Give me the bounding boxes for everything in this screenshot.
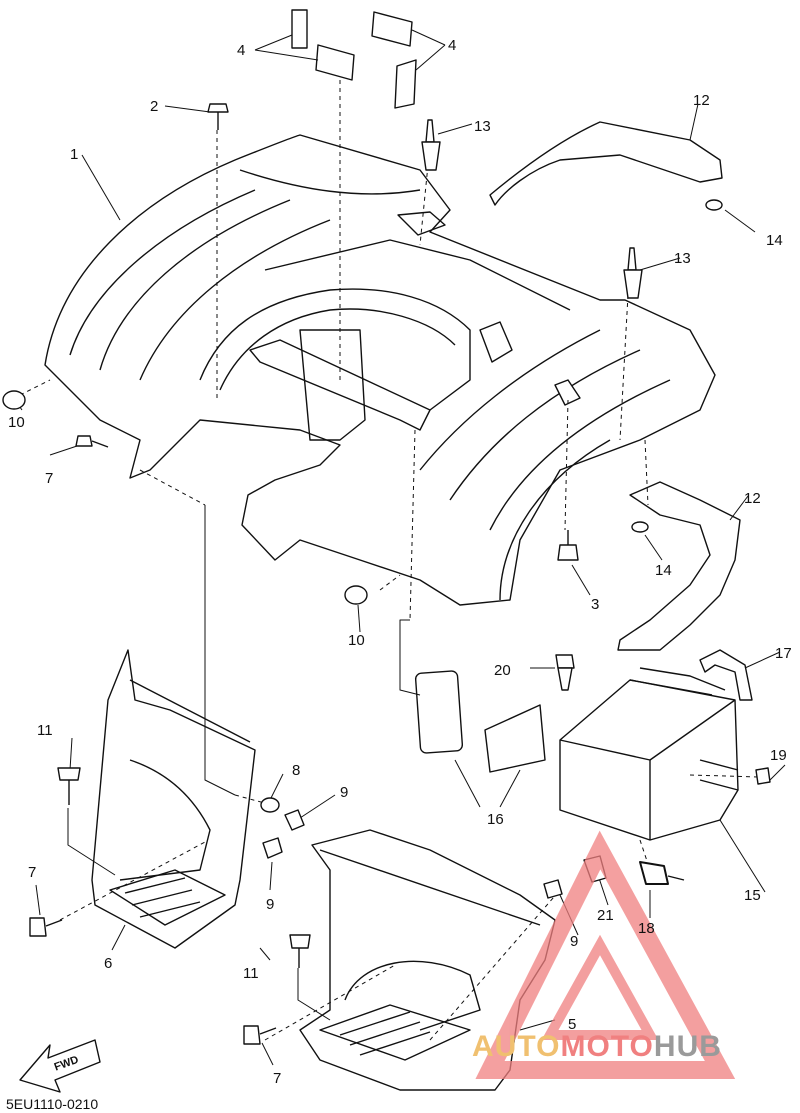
label-part-4-right: 4 (448, 37, 456, 54)
label-part-6: 6 (104, 955, 112, 972)
pad-part-16 (414, 670, 546, 773)
label-part-2: 2 (150, 98, 158, 115)
label-part-12-bottom: 12 (744, 490, 761, 507)
label-part-7-upper: 7 (45, 470, 53, 487)
label-part-9-top: 9 (340, 784, 348, 801)
label-part-10-center: 10 (348, 632, 365, 649)
label-part-20: 20 (494, 662, 511, 679)
label-part-8: 8 (292, 762, 300, 779)
label-part-12-top: 12 (693, 92, 710, 109)
rear-fender-part-1 (44, 134, 716, 606)
label-part-9-right: 9 (570, 933, 578, 950)
label-part-7-left: 7 (28, 864, 36, 881)
watermark-part-hub: HUB (653, 1030, 722, 1063)
label-part-17: 17 (775, 645, 792, 662)
label-part-14-top: 14 (766, 232, 783, 249)
label-part-15: 15 (744, 887, 761, 904)
label-part-21: 21 (597, 907, 614, 924)
diagram-code: 5EU1110-0210 (6, 1096, 99, 1112)
label-part-19: 19 (770, 747, 787, 764)
fwd-arrow (19, 1039, 101, 1093)
bracket-part-17 (699, 649, 753, 701)
label-part-9-mid: 9 (266, 896, 274, 913)
label-part-18: 18 (638, 920, 655, 937)
label-part-11-left: 11 (37, 722, 53, 739)
label-part-3: 3 (591, 596, 599, 613)
mud-flap-part-12-bottom (617, 481, 741, 651)
pad-part-4-right (371, 11, 417, 109)
watermark-logo-icon (475, 830, 736, 1079)
label-part-1: 1 (70, 146, 78, 163)
mud-flap-part-12-top (489, 121, 723, 206)
label-part-11-bottom: 11 (243, 965, 259, 982)
label-part-16: 16 (487, 811, 504, 828)
label-part-10-left: 10 (8, 414, 25, 431)
label-part-13-top: 13 (474, 118, 491, 135)
label-part-4-left: 4 (237, 42, 245, 59)
label-part-5: 5 (568, 1016, 576, 1033)
footrest-part-6 (91, 649, 256, 949)
label-part-7-bottom: 7 (273, 1070, 281, 1087)
pad-part-4-left (291, 9, 355, 81)
watermark-part-auto: AUTO (472, 1030, 561, 1063)
label-part-13-mid: 13 (674, 250, 691, 267)
part-labels: 1 2 3 4 4 5 6 7 7 7 8 9 9 9 10 10 11 11 … (8, 37, 792, 1087)
watermark-text: AUTOMOTOHUB (472, 1030, 722, 1064)
label-part-14-bottom: 14 (655, 562, 672, 579)
box-part-15 (559, 667, 739, 841)
watermark-part-moto: MOTO (560, 1030, 654, 1063)
